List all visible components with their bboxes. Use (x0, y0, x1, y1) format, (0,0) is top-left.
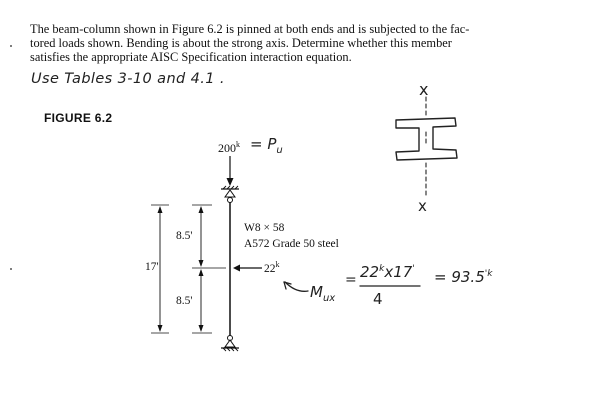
moment-numerator: 22kx17' (360, 263, 415, 281)
axial-load-value: 200 (218, 141, 236, 155)
axial-load-hand-text: = P (250, 135, 277, 153)
axial-load-arrow (226, 156, 234, 186)
axial-load-unit: k (236, 140, 240, 149)
dim-bottom-label: 8.5' (176, 295, 193, 307)
dim-total (151, 204, 169, 334)
stray-mark (10, 45, 12, 47)
moment-result-unit: 'k (484, 269, 493, 279)
axis-label-bottom: x (418, 197, 427, 215)
dim-total-label: 17' (144, 261, 160, 273)
material-label: A572 Grade 50 steel (244, 238, 339, 250)
problem-line-2: tored loads shown. Bending is about the … (30, 36, 452, 50)
bottom-pin-support (221, 335, 239, 352)
lateral-load-label: 22k (264, 260, 280, 275)
section-label: W8 × 58 (244, 222, 285, 234)
moment-lhs: Mux (310, 283, 335, 304)
lateral-load-arrow (233, 264, 262, 272)
stray-mark (10, 268, 12, 270)
axis-label-top: x (419, 80, 429, 99)
handwritten-note: Use Tables 3-10 and 4.1 . (31, 71, 225, 87)
moment-numerator-tick: ' (412, 264, 415, 274)
lateral-load-value: 22 (264, 262, 276, 275)
moment-lhs-symbol: M (310, 283, 323, 301)
moment-lhs-sub: ux (322, 293, 336, 304)
dim-top-label: 8.5' (176, 230, 193, 242)
moment-curl-arrow (283, 281, 309, 292)
problem-statement: The beam-column shown in Figure 6.2 is p… (30, 22, 490, 64)
moment-times: x17 (384, 263, 413, 281)
lateral-load-unit: k (275, 260, 280, 269)
problem-line-3: satisfies the appropriate AISC Specifica… (30, 50, 352, 64)
dim-bottom (192, 269, 212, 334)
moment-result-value: = 93.5 (434, 268, 485, 286)
figure-label: FIGURE 6.2 (44, 111, 113, 125)
axial-load-hand: = Pu (250, 135, 283, 156)
axial-load-hand-sub: u (276, 145, 283, 156)
section-sketch (395, 96, 458, 196)
problem-line-1: The beam-column shown in Figure 6.2 is p… (30, 22, 470, 36)
moment-denominator: 4 (373, 290, 383, 308)
axial-load-label: 200k (218, 140, 240, 156)
moment-numerator-unit: k (379, 264, 385, 274)
top-pin-support (221, 185, 239, 203)
moment-numerator-value: 22 (360, 263, 380, 281)
moment-result: = 93.5'k (434, 268, 492, 286)
dim-top (192, 204, 226, 269)
moment-equals: = (345, 272, 357, 288)
